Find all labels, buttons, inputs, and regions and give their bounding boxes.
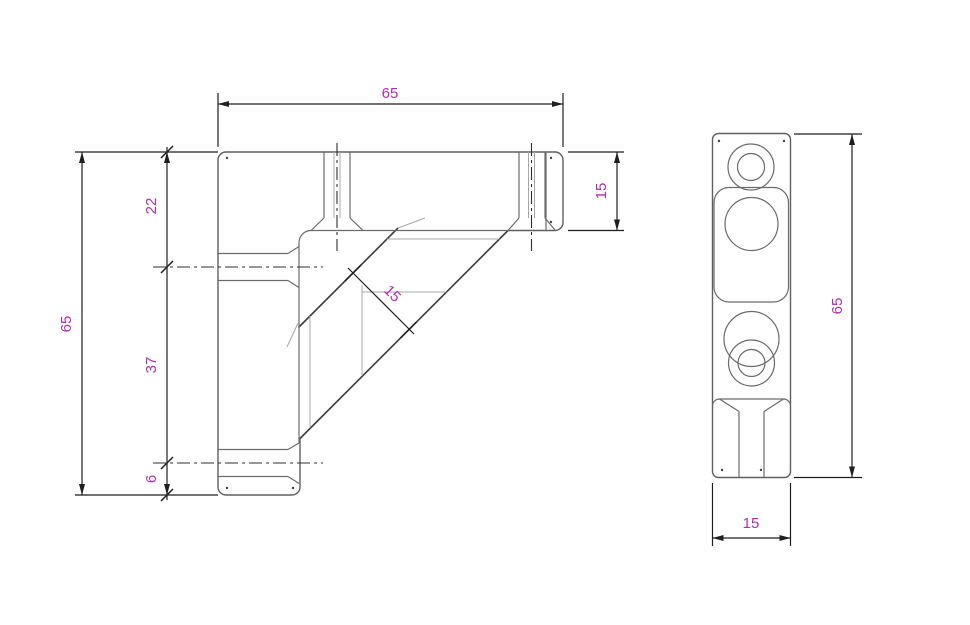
- dim-front-flange-text: 15: [593, 183, 610, 200]
- corner-dots-front: [225, 156, 553, 490]
- side-counterbore-bottom: [727, 339, 776, 387]
- left-hole-upper: [218, 245, 300, 289]
- side-bottom-slot: [711, 398, 792, 478]
- side-bore-lower: [723, 310, 780, 368]
- side-counterbore-top: [727, 143, 775, 191]
- dimension-texts: 65 15 65 22 37 6 15 65 15: [58, 85, 846, 532]
- dim-front-seg-top-text: 22: [143, 198, 160, 215]
- dim-front-seg-bottom-text: 6: [143, 475, 160, 483]
- dimension-lines: [75, 93, 862, 546]
- inner-corner-fillet: [298, 229, 312, 243]
- dim-web-thickness-text: 15: [380, 282, 404, 306]
- dim-front-seg-mid-text: 37: [143, 357, 160, 374]
- side-view: [711, 132, 792, 479]
- side-outline: [711, 132, 792, 479]
- dim-side-height-text: 65: [829, 298, 846, 315]
- left-hole-lower: [218, 442, 300, 485]
- dim-front-height-text: 65: [58, 316, 75, 333]
- top-slot-right: [507, 152, 556, 231]
- side-slot-pocket: [713, 186, 790, 303]
- tangent-edges: [286, 217, 500, 428]
- side-bore-upper: [724, 196, 779, 252]
- corner-dots-side: [717, 139, 786, 472]
- dim-side-width-text: 15: [743, 515, 760, 532]
- front-outline: [217, 151, 564, 496]
- top-slot-left: [310, 152, 364, 231]
- dim-front-width-text: 65: [382, 85, 399, 102]
- centerlines-front: [153, 143, 533, 464]
- front-view: [153, 143, 564, 496]
